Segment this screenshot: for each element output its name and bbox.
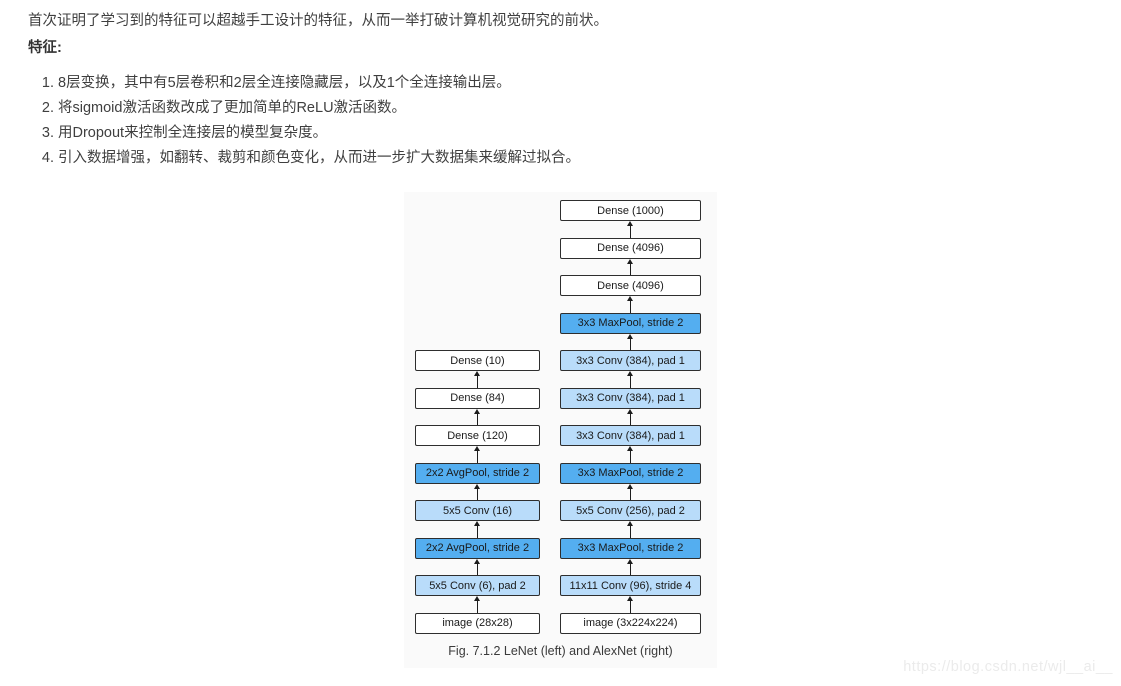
layer-box: 3x3 Conv (384), pad 1 — [560, 387, 701, 409]
layer-box: Dense (1000) — [560, 200, 701, 221]
up-arrow-icon — [560, 371, 701, 388]
up-arrow-icon — [415, 558, 540, 576]
layer-box: 11x11 Conv (96), stride 4 — [560, 575, 701, 596]
up-arrow-icon — [560, 258, 701, 276]
feature-item: 用Dropout来控制全连接层的模型复杂度。 — [58, 121, 580, 146]
intro-paragraph: 首次证明了学习到的特征可以超越手工设计的特征，从而一举打破计算机视觉研究的前状。 — [28, 13, 608, 29]
layer-box: 5x5 Conv (256), pad 2 — [560, 500, 701, 521]
layer-box: Dense (4096) — [560, 237, 701, 259]
layer-box: Dense (84) — [415, 387, 540, 409]
features-list: 8层变换，其中有5层卷积和2层全连接隐藏层，以及1个全连接输出层。 将sigmo… — [28, 71, 580, 171]
layer-box: Dense (120) — [415, 425, 540, 446]
watermark: https://blog.csdn.net/wjl__ai__ — [903, 659, 1113, 675]
layer-box: Dense (4096) — [560, 275, 701, 296]
up-arrow-icon — [560, 483, 701, 501]
features-heading: 特征: — [28, 40, 62, 56]
up-arrow-icon — [560, 221, 701, 238]
up-arrow-icon — [560, 333, 701, 351]
up-arrow-icon — [415, 371, 540, 388]
up-arrow-icon — [415, 483, 540, 501]
layer-box: 5x5 Conv (6), pad 2 — [415, 575, 540, 596]
layer-box: 5x5 Conv (16) — [415, 500, 540, 521]
layer-box: 3x3 Conv (384), pad 1 — [560, 350, 701, 371]
layer-box: image (28x28) — [415, 612, 540, 634]
layer-box: 3x3 Conv (384), pad 1 — [560, 425, 701, 446]
up-arrow-icon — [415, 521, 540, 538]
feature-item: 8层变换，其中有5层卷积和2层全连接隐藏层，以及1个全连接输出层。 — [58, 71, 580, 96]
layer-box: 2x2 AvgPool, stride 2 — [415, 462, 540, 484]
layer-box: Dense (10) — [415, 350, 540, 371]
feature-item: 引入数据增强，如翻转、裁剪和颜色变化，从而进一步扩大数据集来缓解过拟合。 — [58, 146, 580, 171]
figure-caption: Fig. 7.1.2 LeNet (left) and AlexNet (rig… — [448, 644, 673, 658]
up-arrow-icon — [560, 596, 701, 613]
layer-box: 3x3 MaxPool, stride 2 — [560, 537, 701, 559]
up-arrow-icon — [560, 408, 701, 426]
feature-item: 将sigmoid激活函数改成了更加简单的ReLU激活函数。 — [58, 96, 580, 121]
up-arrow-icon — [560, 521, 701, 538]
layer-box: 3x3 MaxPool, stride 2 — [560, 462, 701, 484]
layer-box: 2x2 AvgPool, stride 2 — [415, 537, 540, 559]
up-arrow-icon — [560, 558, 701, 576]
lenet-column: Dense (10) Dense (84) Dense (120) 2x2 Av… — [415, 350, 540, 634]
up-arrow-icon — [415, 446, 540, 463]
up-arrow-icon — [415, 596, 540, 613]
layer-box: image (3x224x224) — [560, 612, 701, 634]
up-arrow-icon — [415, 408, 540, 426]
lenet-alexnet-figure: Dense (10) Dense (84) Dense (120) 2x2 Av… — [404, 192, 717, 668]
up-arrow-icon — [560, 446, 701, 463]
up-arrow-icon — [560, 296, 701, 313]
layer-box: 3x3 MaxPool, stride 2 — [560, 312, 701, 334]
alexnet-column: Dense (1000) Dense (4096) Dense (4096) 3… — [560, 200, 701, 634]
